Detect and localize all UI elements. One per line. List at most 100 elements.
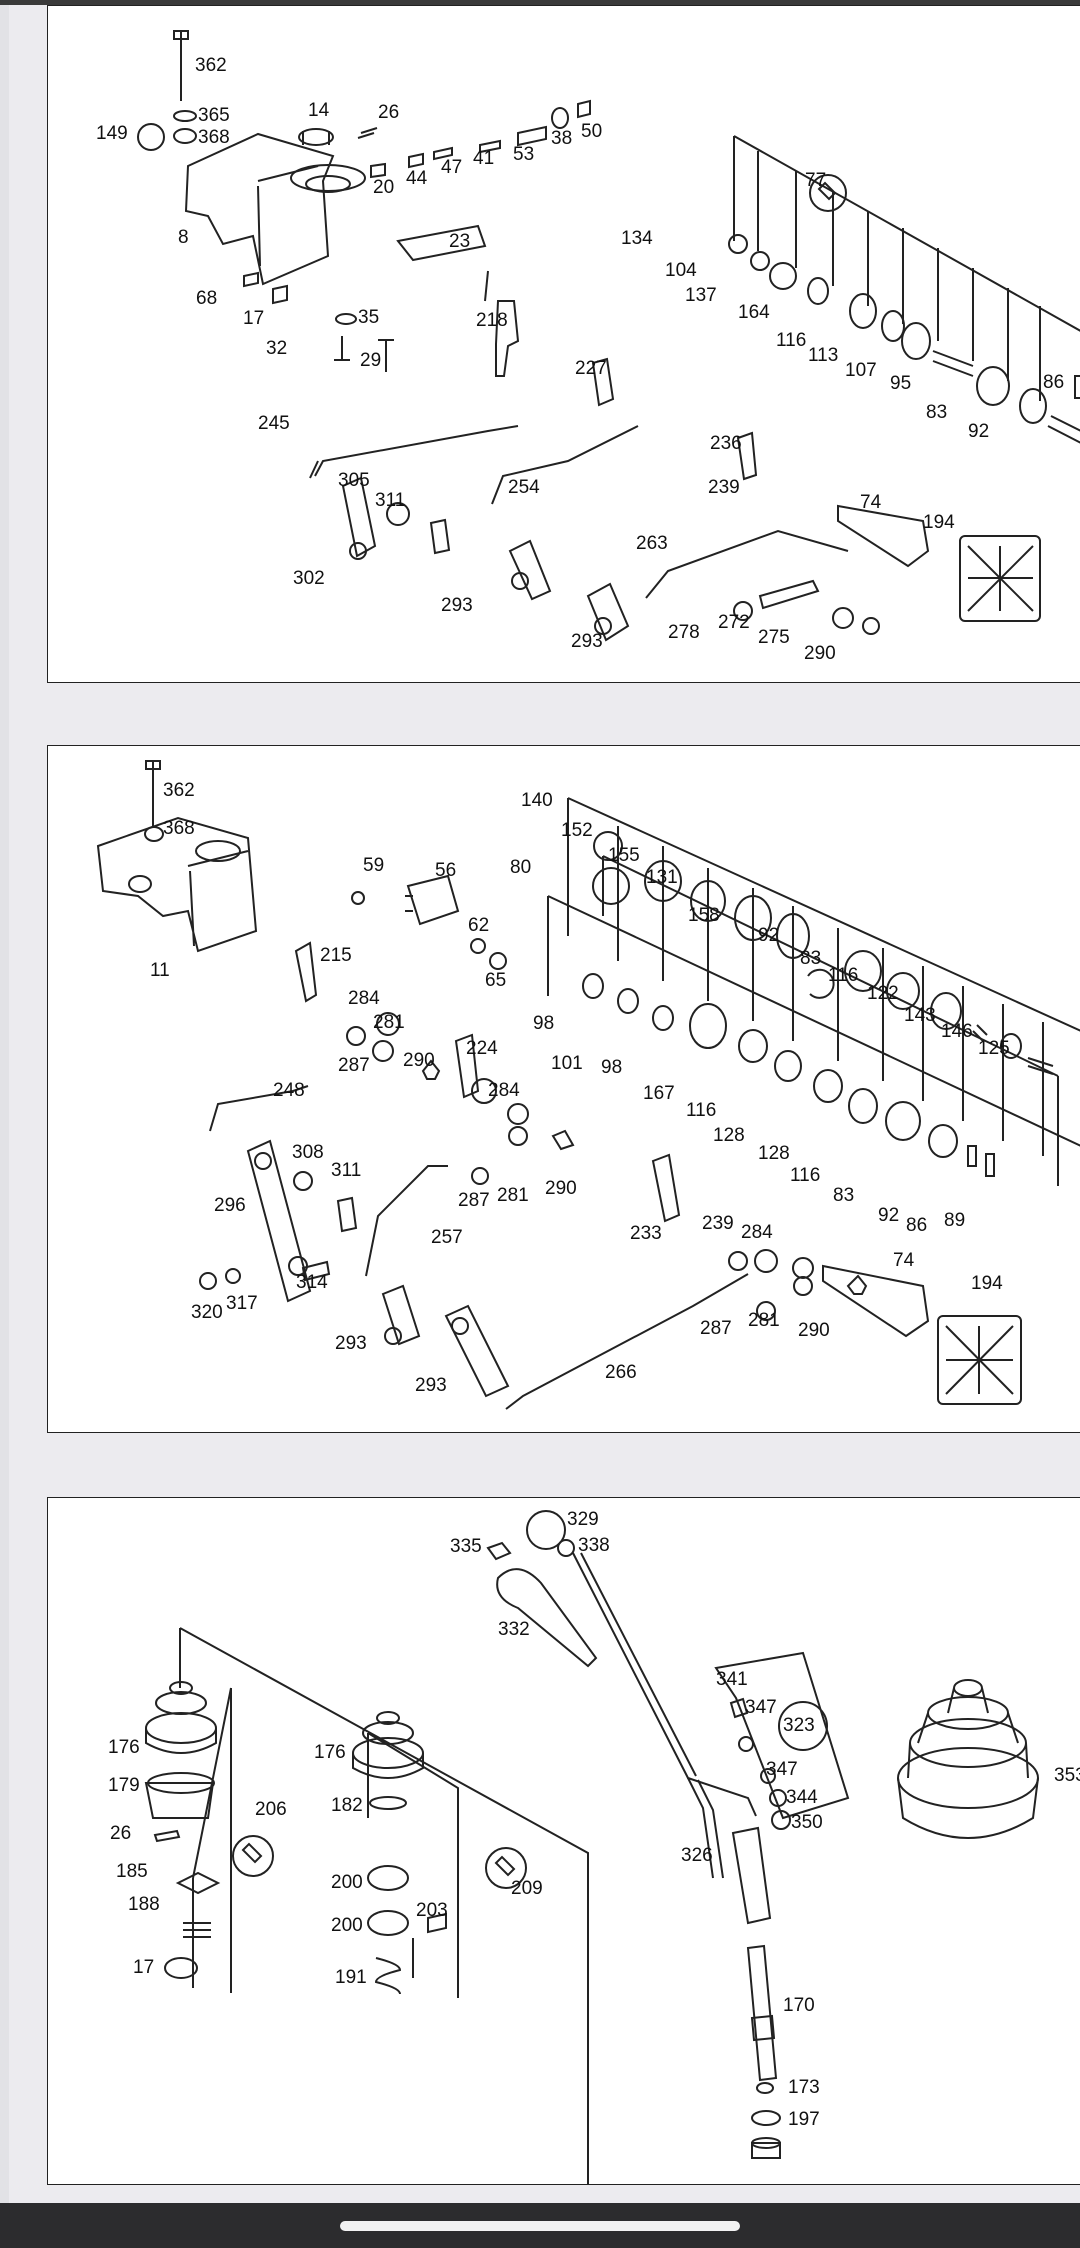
home-indicator[interactable] [340, 2221, 740, 2231]
part-label: 200 [331, 1872, 363, 1893]
rod-263 [645, 529, 849, 599]
part-label: 44 [406, 168, 428, 189]
part-label: 317 [226, 1293, 258, 1314]
part-label: 152 [561, 820, 593, 841]
boot-353 [897, 1679, 1039, 1839]
part-label: 362 [195, 55, 227, 76]
part-label: 17 [133, 1957, 155, 1978]
part-label: 62 [468, 915, 490, 936]
part-label: 68 [196, 288, 218, 309]
part-label: 104 [665, 260, 697, 281]
boot-323 [778, 1701, 828, 1751]
part-label: 83 [833, 1185, 855, 1206]
housing-11 [96, 816, 258, 953]
part-label: 146 [941, 1021, 973, 1042]
cap-149 [137, 123, 165, 151]
part-label: 191 [335, 1967, 367, 1988]
part-label: 101 [551, 1053, 583, 1074]
part-label: 326 [681, 1845, 713, 1866]
rod-248 [209, 1085, 309, 1132]
part-label: 338 [578, 1535, 610, 1556]
part-label: 83 [800, 948, 822, 969]
part-label: 293 [335, 1333, 367, 1354]
part-label: 257 [431, 1227, 463, 1248]
part-label: 308 [292, 1142, 324, 1163]
part-label: 197 [788, 2109, 820, 2130]
part-label: 107 [845, 360, 877, 381]
part-label: 164 [738, 302, 770, 323]
part-label: 158 [688, 905, 720, 926]
part-label: 8 [178, 227, 189, 248]
part-label: 95 [890, 373, 912, 394]
part-label: 341 [716, 1669, 748, 1690]
part-label: 86 [1043, 372, 1065, 393]
part-label: 137 [685, 285, 717, 306]
part-label: 14 [308, 100, 330, 121]
part-label: 245 [258, 413, 290, 434]
part-label: 80 [510, 857, 532, 878]
part-label: 254 [508, 477, 540, 498]
part-label: 302 [293, 568, 325, 589]
part-label: 305 [338, 470, 370, 491]
bolt-362 [173, 30, 189, 101]
part-label: 290 [804, 643, 836, 664]
part-label: 77 [805, 170, 827, 191]
part-label: 236 [710, 433, 742, 454]
part-label: 284 [741, 1222, 773, 1243]
rod-254 [491, 425, 639, 505]
part-label: 185 [116, 1861, 148, 1882]
part-label: 74 [893, 1250, 915, 1271]
part-label: 287 [338, 1055, 370, 1076]
part-label: 92 [968, 421, 990, 442]
part-label: 293 [571, 631, 603, 652]
part-label: 92 [758, 925, 780, 946]
part-label: 239 [702, 1213, 734, 1234]
part-label: 215 [320, 945, 352, 966]
part-label: 311 [375, 490, 406, 511]
rod-257 [365, 1165, 448, 1277]
top-status-strip [0, 0, 1080, 5]
part-label: 116 [828, 965, 859, 986]
part-label: 278 [668, 622, 700, 643]
knob-332 [496, 1568, 598, 1668]
housing-8 [184, 132, 335, 286]
part-label: 287 [700, 1318, 732, 1339]
part-label: 98 [533, 1013, 555, 1034]
part-label: 176 [314, 1742, 346, 1763]
part-label: 224 [466, 1038, 498, 1059]
diagram-panel-3-drawing [144, 1510, 1039, 2184]
part-label: 116 [790, 1165, 821, 1186]
part-label: 227 [575, 358, 607, 379]
part-label: 128 [713, 1125, 745, 1146]
part-label: 89 [944, 1210, 966, 1231]
part-label: 335 [450, 1536, 482, 1557]
part-label: 281 [497, 1185, 529, 1206]
part-label: 281 [373, 1012, 405, 1033]
part-label: 116 [776, 330, 807, 351]
tool-209 [485, 1847, 527, 1889]
part-label: 38 [551, 128, 573, 149]
part-label: 281 [748, 1310, 780, 1331]
part-label: 29 [360, 350, 382, 371]
part-label: 83 [926, 402, 948, 423]
plate-194 [937, 1315, 1022, 1405]
diagram-panel-1-drawing [137, 30, 1080, 642]
part-label: 188 [128, 1894, 160, 1915]
part-label: 65 [485, 970, 507, 991]
shaft-74 [837, 504, 930, 568]
part-label: 323 [783, 1715, 815, 1736]
part-label: 59 [363, 855, 385, 876]
part-label: 194 [971, 1273, 1003, 1294]
part-label: 98 [601, 1057, 623, 1078]
plate-23 [396, 224, 487, 262]
part-label: 182 [331, 1795, 363, 1816]
part-label: 74 [860, 492, 882, 513]
diagram-panel-3: 329 335 338 332 341 347 323 347 344 350 … [47, 1497, 1080, 2185]
part-label: 92 [878, 1205, 900, 1226]
part-label: 155 [608, 845, 640, 866]
part-label: 113 [808, 345, 839, 366]
knob-329 [526, 1510, 566, 1550]
part-label: 149 [96, 123, 128, 144]
part-label: 287 [458, 1190, 490, 1211]
part-label: 203 [416, 1900, 448, 1921]
